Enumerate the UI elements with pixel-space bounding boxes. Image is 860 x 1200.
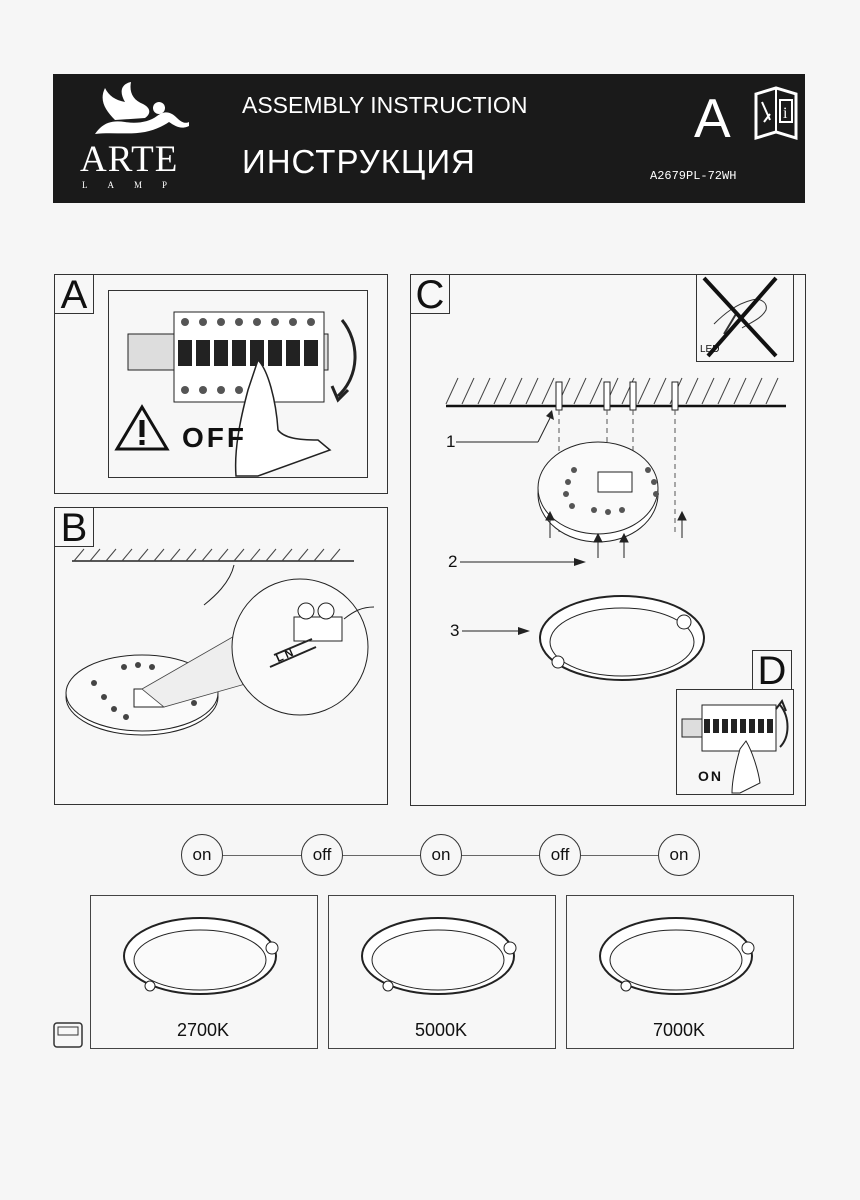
no-touch-led-icon xyxy=(702,276,778,358)
warning-triangle-icon xyxy=(114,404,170,451)
header-bar xyxy=(53,74,805,203)
no-led-label: LED xyxy=(700,344,720,355)
circuit-breaker-off-illustration xyxy=(127,311,357,477)
wall-switch-icon xyxy=(53,1022,83,1048)
model-number: A2679PL-72WH xyxy=(650,169,737,183)
circuit-breaker-on-illustration xyxy=(681,698,789,794)
wiring-illustration xyxy=(65,548,375,736)
power-status-on: ON xyxy=(698,768,723,784)
sequence-step-2: off xyxy=(301,834,343,876)
panel-a-letter: A xyxy=(54,274,94,315)
callout-2: 2 xyxy=(448,552,458,571)
title-russian: ИНСТРУКЦИЯ xyxy=(242,143,476,180)
panel-b-letter: B xyxy=(54,507,94,548)
sequence-step-1: on xyxy=(181,834,223,876)
fixture-illustration-2 xyxy=(361,917,517,995)
panel-d-letter: D xyxy=(752,650,792,691)
ceiling-mount-illustration xyxy=(445,377,786,681)
fixture-illustration-3 xyxy=(599,917,755,995)
fixture-illustration-1 xyxy=(123,917,279,995)
callout-3: 3 xyxy=(450,621,460,640)
mode-label-3: 7000K xyxy=(652,1020,706,1040)
sequence-step-4: off xyxy=(539,834,581,876)
panel-c-letter: C xyxy=(410,274,450,315)
sequence-step-5: on xyxy=(658,834,700,876)
manual-info-icon: i xyxy=(754,86,798,141)
title-english: ASSEMBLY INSTRUCTION xyxy=(242,92,528,118)
power-status-off: OFF xyxy=(182,422,247,453)
sequence-step-3: on xyxy=(420,834,462,876)
brand-logo-text: ARTE xyxy=(80,139,179,180)
svg-text:i: i xyxy=(783,105,788,122)
section-letter: A xyxy=(694,87,731,149)
brand-subtext: LAMP xyxy=(82,180,188,190)
callout-1: 1 xyxy=(446,432,456,451)
griffin-logo xyxy=(95,82,189,134)
mode-label-1: 2700K xyxy=(176,1020,230,1040)
mode-label-2: 5000K xyxy=(414,1020,468,1040)
